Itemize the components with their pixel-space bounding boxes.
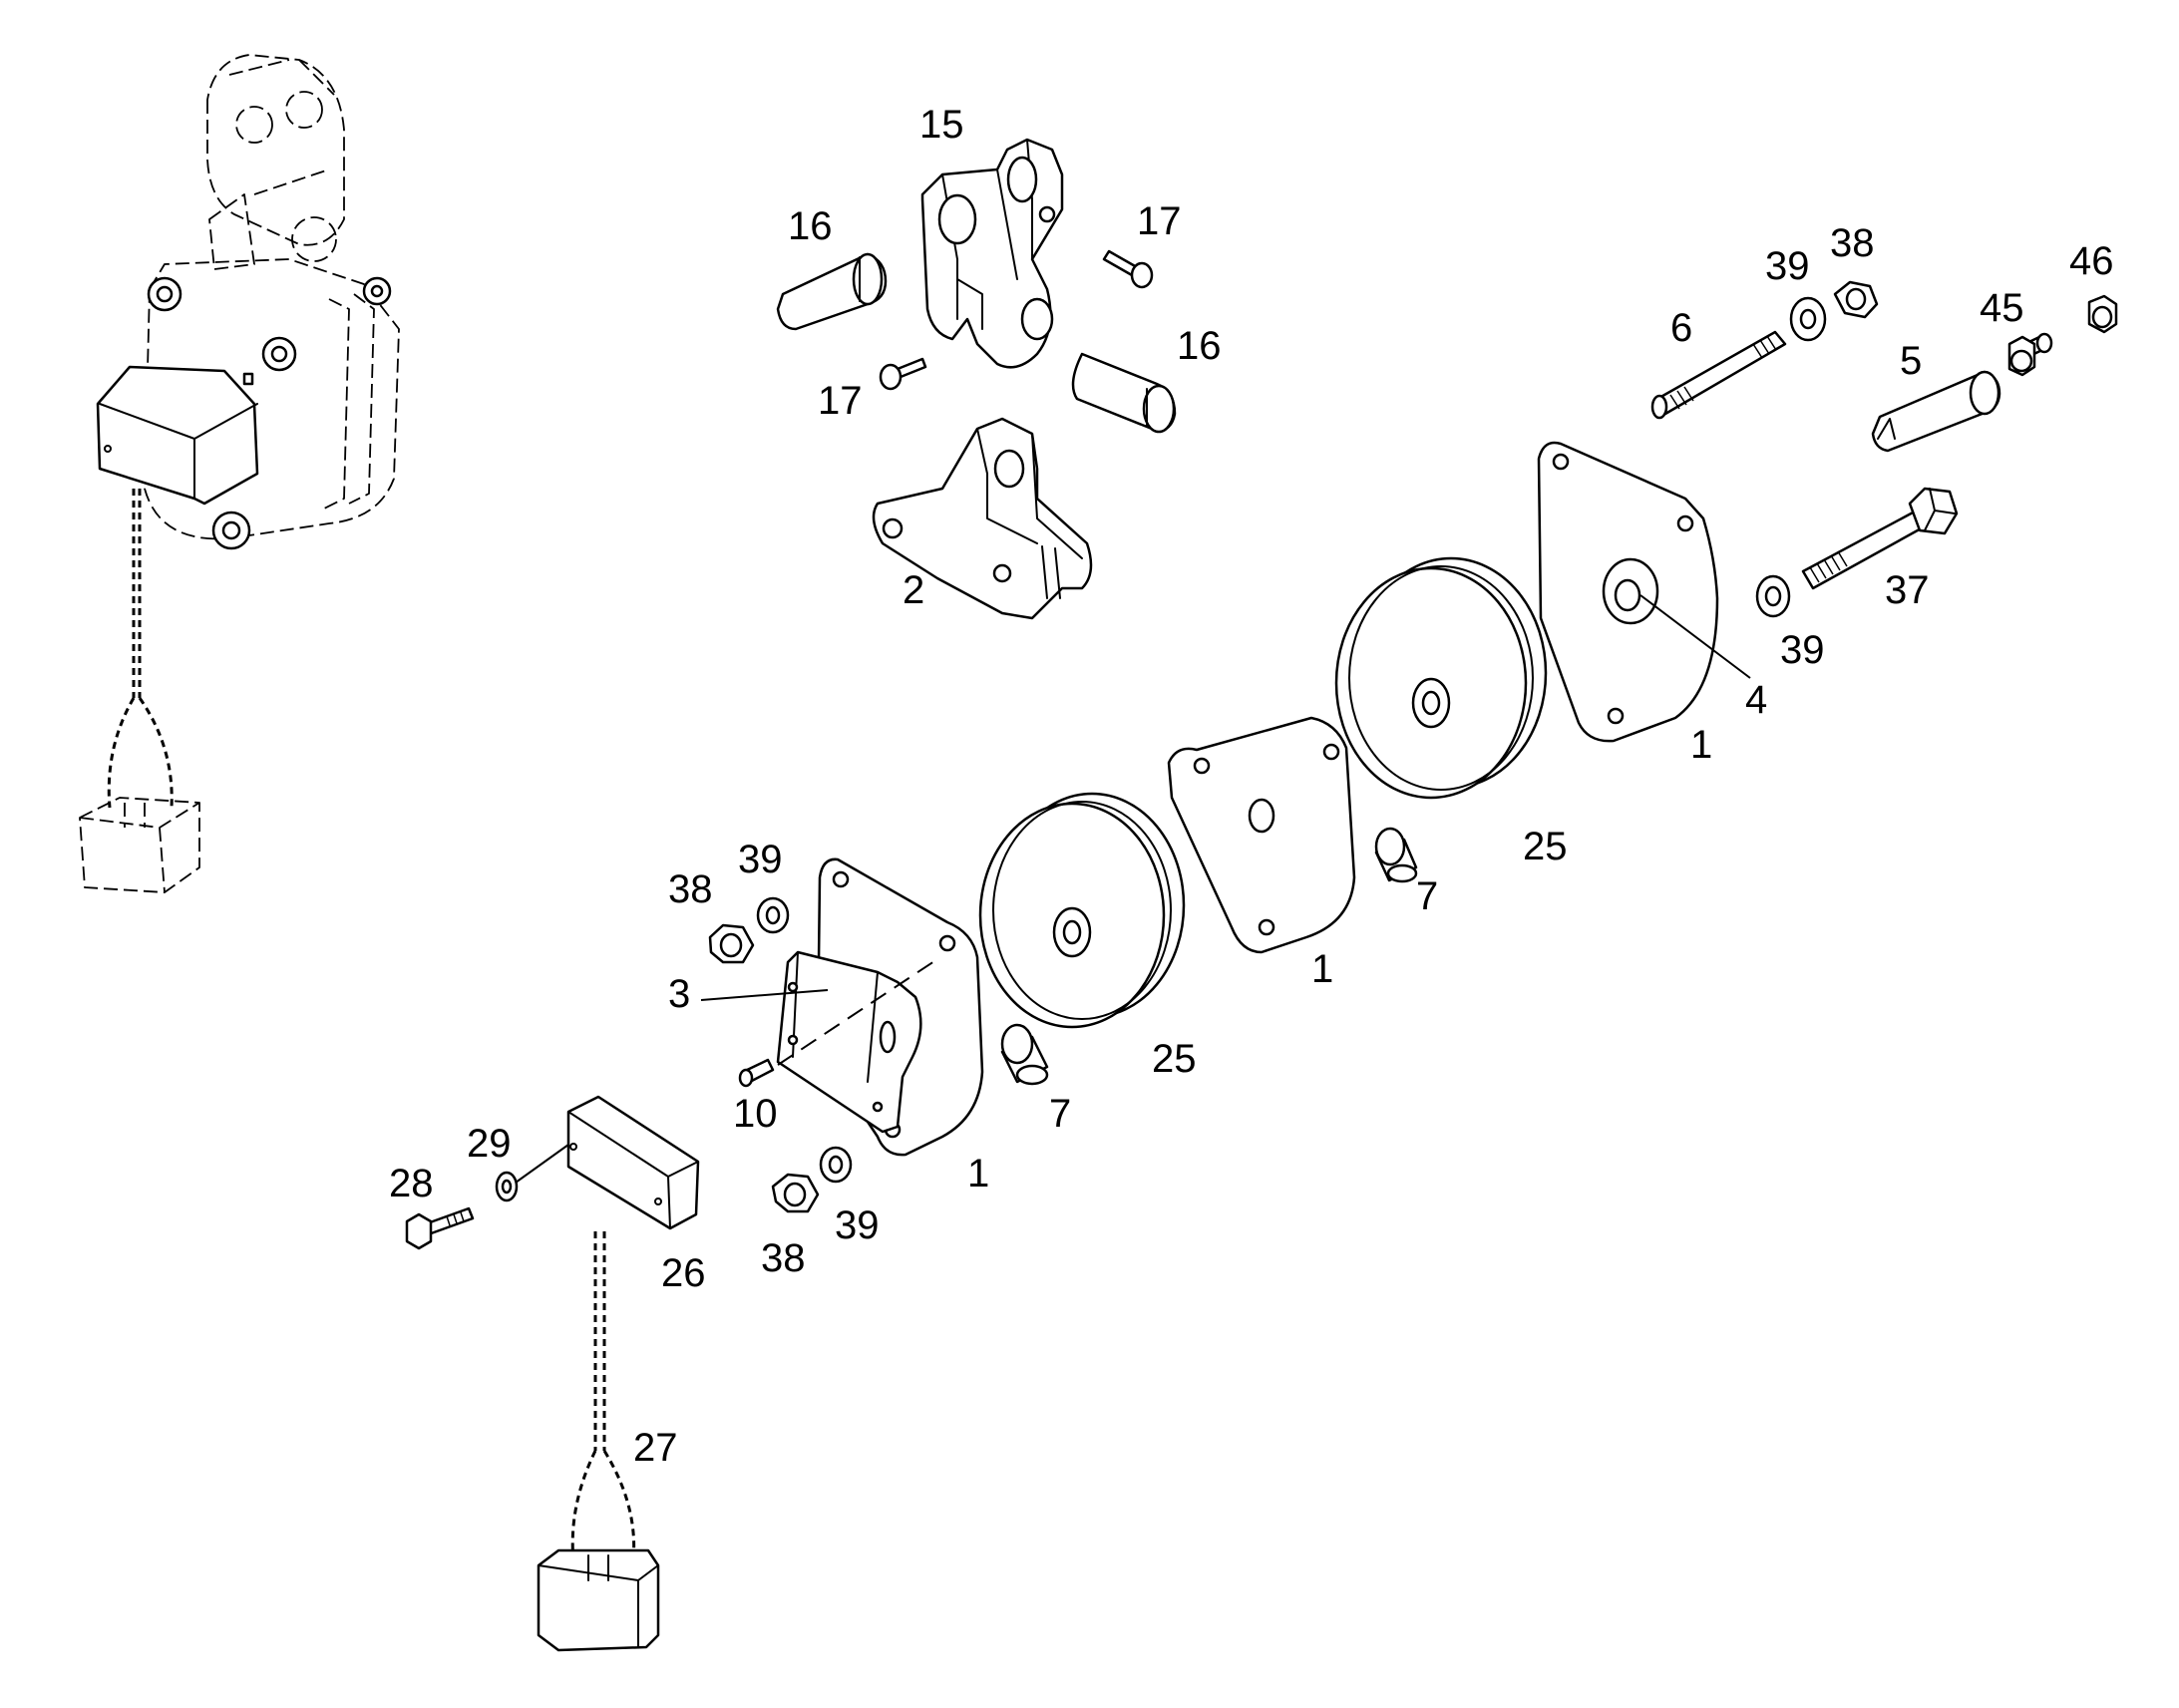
screw-icon bbox=[879, 357, 927, 391]
callout-25b: 25 bbox=[1152, 1037, 1197, 1081]
callout-6: 6 bbox=[1670, 306, 1692, 350]
assembled-hoist-icon bbox=[79, 54, 400, 893]
callout-25a: 25 bbox=[1523, 825, 1568, 868]
callout-1c: 1 bbox=[967, 1152, 989, 1196]
callout-16b: 16 bbox=[1177, 324, 1222, 368]
callout-39d: 39 bbox=[835, 1203, 880, 1247]
callout-16a: 16 bbox=[788, 204, 833, 248]
leader-3 bbox=[700, 989, 829, 1001]
nut-icon bbox=[1833, 280, 1879, 319]
nut-icon bbox=[708, 923, 755, 964]
callout-7a: 7 bbox=[1416, 874, 1438, 918]
washer-icon bbox=[1755, 574, 1791, 618]
leader-4 bbox=[1639, 594, 1751, 679]
callout-5: 5 bbox=[1900, 339, 1922, 383]
spacer-icon bbox=[1374, 827, 1418, 883]
side-plate-icon bbox=[1537, 441, 1719, 743]
washer-icon bbox=[819, 1146, 853, 1184]
bracket-icon bbox=[872, 417, 1093, 620]
callout-39b: 39 bbox=[1780, 628, 1825, 672]
callout-46: 46 bbox=[2069, 239, 2114, 283]
spacer-icon bbox=[1000, 1023, 1049, 1086]
washer-icon bbox=[1789, 296, 1827, 342]
side-plate-icon bbox=[1167, 716, 1356, 954]
sheave-icon bbox=[1334, 556, 1548, 800]
chain-block-icon bbox=[566, 1095, 700, 1230]
callout-1a: 1 bbox=[1690, 723, 1712, 767]
leader-10-dash bbox=[777, 958, 938, 1066]
bolt-icon bbox=[1650, 330, 1787, 420]
callout-45: 45 bbox=[1980, 286, 2024, 330]
bolt-icon bbox=[1801, 487, 1959, 590]
bolt-icon bbox=[405, 1206, 475, 1250]
callout-27: 27 bbox=[633, 1426, 678, 1470]
pin-icon bbox=[1071, 352, 1177, 434]
callout-2: 2 bbox=[903, 568, 924, 612]
callout-37: 37 bbox=[1885, 568, 1930, 612]
pin-icon bbox=[776, 252, 888, 331]
washer-icon bbox=[495, 1171, 519, 1202]
callout-39c: 39 bbox=[738, 838, 783, 881]
chain-weight-icon bbox=[537, 1231, 660, 1652]
fitting-icon bbox=[2007, 332, 2053, 377]
callout-1b: 1 bbox=[1311, 947, 1333, 991]
callout-10: 10 bbox=[733, 1092, 778, 1136]
callout-39a: 39 bbox=[1765, 244, 1810, 288]
callout-38a: 38 bbox=[1830, 221, 1875, 265]
top-clevis-icon bbox=[920, 138, 1064, 369]
callout-17a: 17 bbox=[1137, 199, 1182, 243]
callout-38b: 38 bbox=[668, 867, 713, 911]
callout-28: 28 bbox=[389, 1162, 434, 1205]
sheave-icon bbox=[978, 792, 1186, 1029]
fitting-icon bbox=[2087, 294, 2118, 334]
leader-29 bbox=[515, 1144, 569, 1184]
callout-3: 3 bbox=[668, 972, 690, 1016]
pin-icon bbox=[1871, 370, 2001, 453]
nut-icon bbox=[771, 1173, 820, 1213]
callout-29: 29 bbox=[467, 1122, 512, 1166]
callout-38c: 38 bbox=[761, 1236, 806, 1280]
callout-4: 4 bbox=[1745, 678, 1767, 722]
callout-17b: 17 bbox=[818, 379, 863, 423]
callout-26: 26 bbox=[661, 1251, 706, 1295]
screw-icon bbox=[1102, 249, 1154, 289]
washer-icon bbox=[756, 896, 790, 934]
callout-7b: 7 bbox=[1049, 1092, 1071, 1136]
set-screw-icon bbox=[738, 1058, 775, 1088]
callout-15: 15 bbox=[919, 103, 964, 147]
